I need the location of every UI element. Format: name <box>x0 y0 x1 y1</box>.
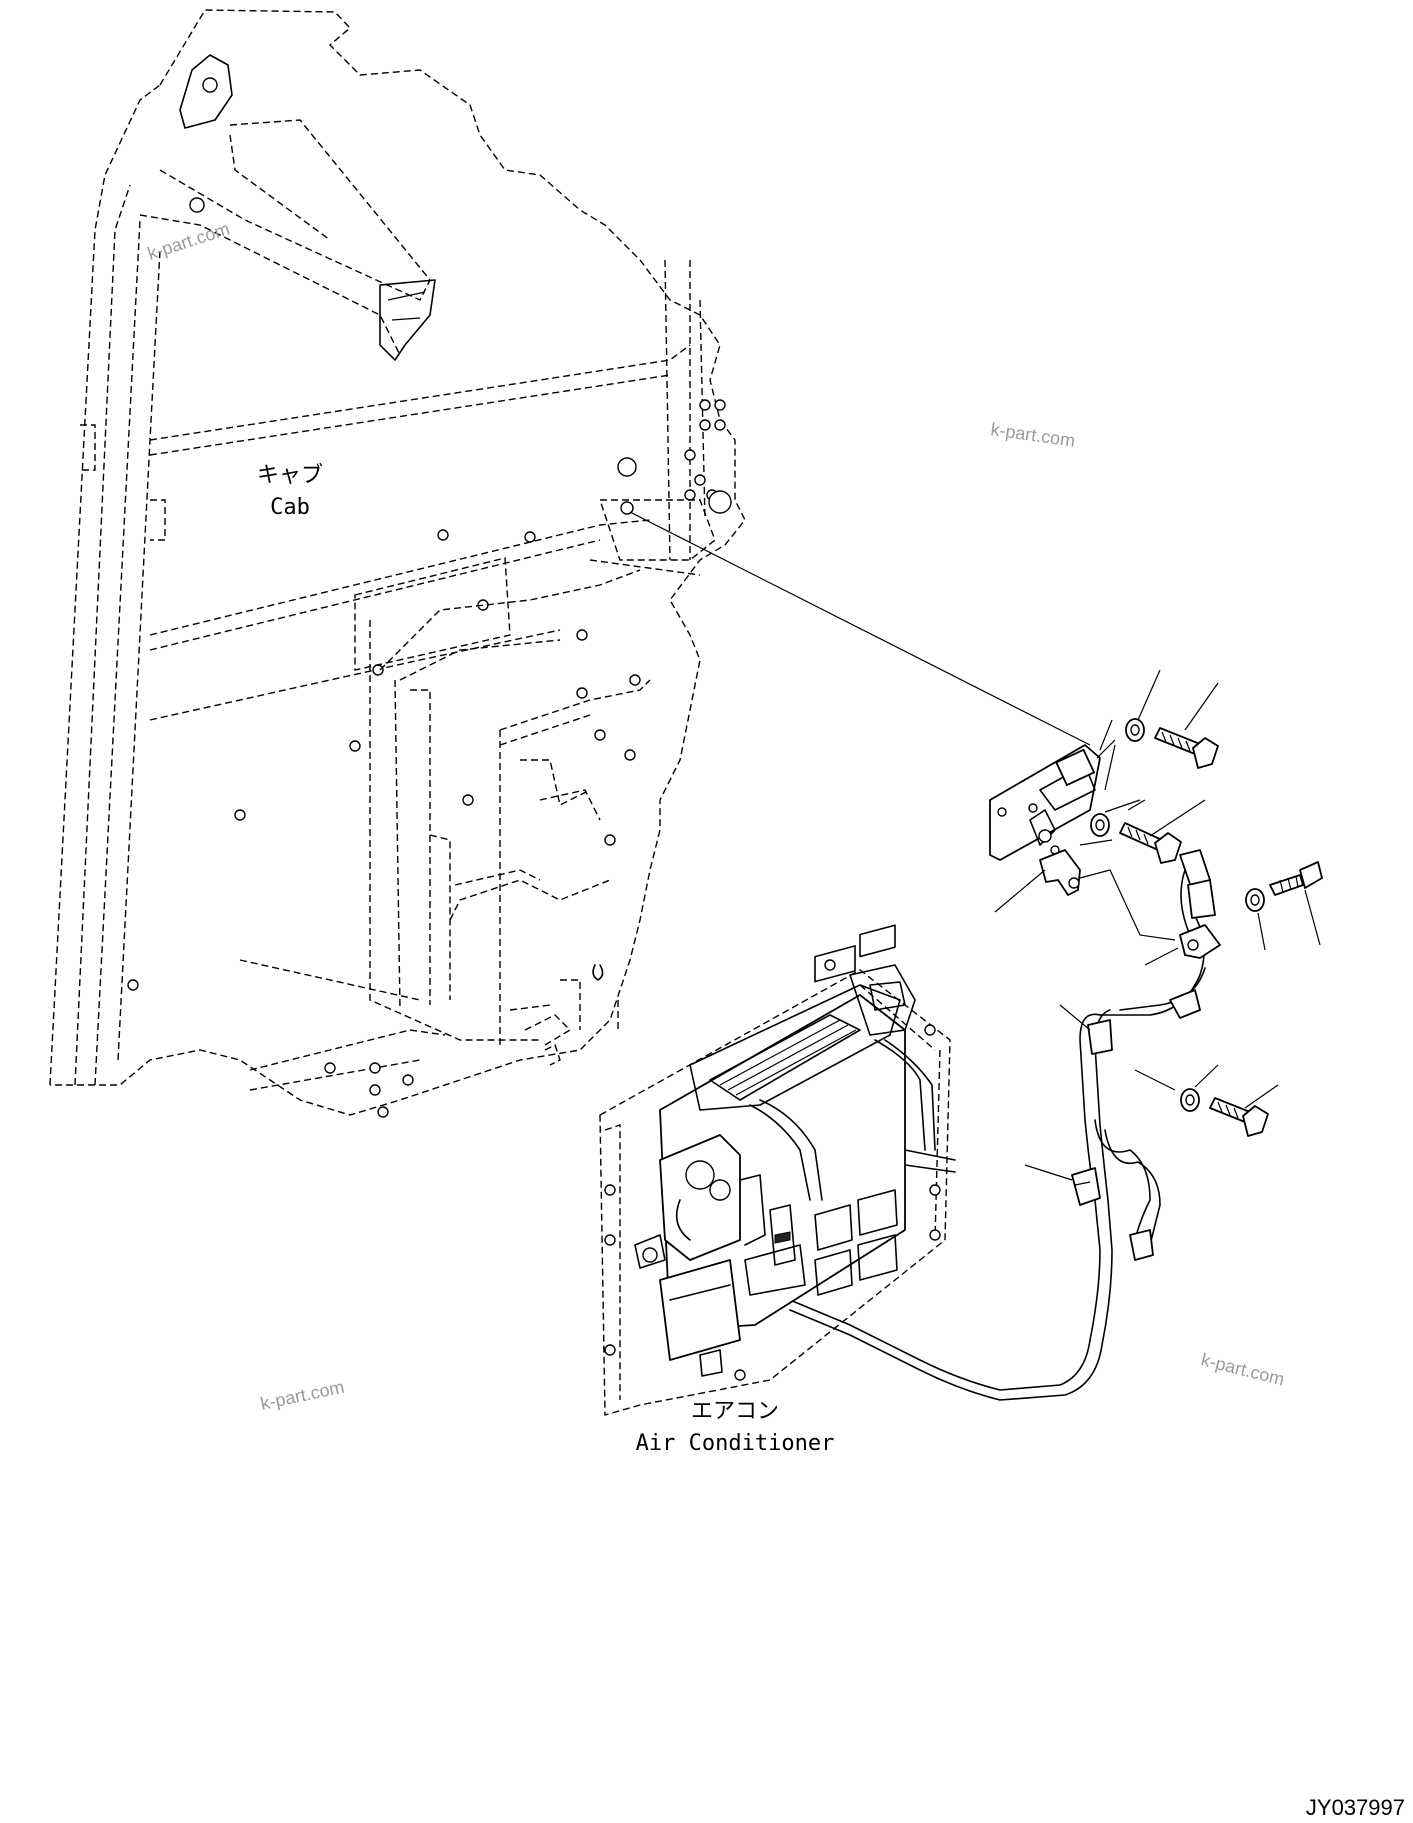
washer-4 <box>1180 1088 1200 1112</box>
washer-3 <box>1245 888 1265 912</box>
clamp-1 <box>1039 849 1081 896</box>
cab-outline <box>49 9 746 1118</box>
watermark: k-part.com <box>259 1377 346 1414</box>
watermark: k-part.com <box>145 219 232 264</box>
bolt-3 <box>1269 861 1323 896</box>
leader-washer-2 <box>1104 799 1141 813</box>
bracket-assembly <box>989 739 1116 861</box>
wire-harness <box>789 967 1206 1401</box>
leader-line-bracket <box>629 511 1091 746</box>
clamp-4 <box>1071 1167 1101 1206</box>
leader-washer-1 <box>1137 669 1161 721</box>
cab-label-jp: キャブ <box>257 463 323 488</box>
leader-clamp-3 <box>1059 1004 1091 1031</box>
leader-washer-3 <box>1257 912 1266 951</box>
bolt-1 <box>1154 727 1219 769</box>
leader-clamp-1 <box>994 869 1046 913</box>
watermark: k-part.com <box>989 419 1076 451</box>
watermark: k-part.com <box>1199 1349 1286 1389</box>
leader-bolt-1 <box>1184 682 1219 731</box>
harness-connector <box>1179 849 1216 976</box>
bolt-4 <box>1209 1097 1269 1137</box>
air-conditioner-unit <box>599 924 956 1416</box>
leader-clamp-4 <box>1024 1164 1073 1181</box>
air-conditioner-label-en: Air Conditioner <box>636 1431 835 1456</box>
alignment-line <box>1099 719 1113 751</box>
cab-label-en: Cab <box>270 495 310 520</box>
washer-1 <box>1125 718 1145 742</box>
drawing-code: JY037997 <box>1306 1795 1405 1820</box>
leader-bolt-2 <box>1149 799 1206 837</box>
leader-clamp-2 <box>1144 947 1179 966</box>
air-conditioner-label-jp: エアコン <box>691 1399 779 1424</box>
clamp-3 <box>1087 1019 1113 1055</box>
leader-bolt-3 <box>1304 889 1321 946</box>
washer-2 <box>1090 813 1110 837</box>
leader-bolt-4 <box>1244 1084 1279 1109</box>
bolt-2 <box>1119 822 1182 864</box>
clamp-2 <box>1179 924 1221 959</box>
